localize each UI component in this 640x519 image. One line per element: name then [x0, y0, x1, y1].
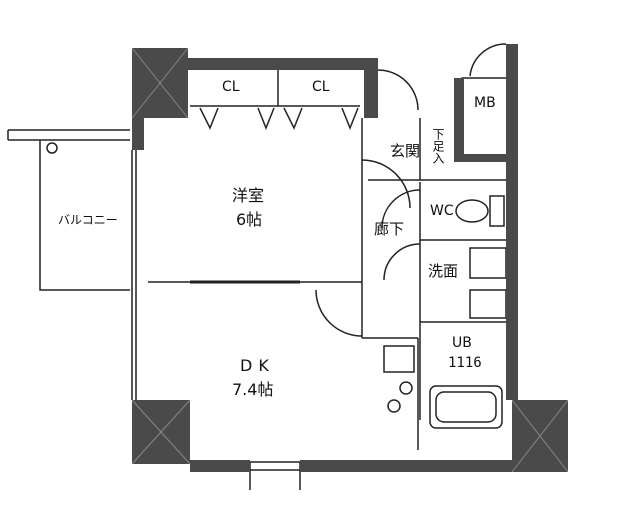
balcony-label: バルコニー — [58, 213, 118, 227]
western-room-name: 洋室 — [232, 186, 265, 205]
toilet-label: WC — [430, 203, 454, 219]
balcony-outline — [7, 129, 130, 291]
wall-mb-bottom — [454, 154, 516, 162]
wall-right — [506, 44, 518, 400]
unit-bath-tub — [429, 385, 503, 429]
door-swing-western — [361, 159, 411, 209]
toilet-bowl — [455, 199, 489, 223]
shoe-box-label: 下足入 — [431, 128, 445, 164]
wall-bottom-right — [300, 460, 516, 472]
closet-left-label: CL — [222, 79, 240, 95]
stove-burner — [399, 381, 413, 395]
door-swing-dk — [315, 289, 363, 337]
entrance-label: 玄関 — [390, 142, 421, 160]
closet-door-marks — [199, 107, 359, 131]
wall-left — [132, 118, 144, 150]
balcony-drain — [46, 142, 58, 154]
meter-box — [461, 77, 511, 157]
stove-burner — [387, 399, 401, 413]
door-swing-wash — [383, 243, 421, 281]
wash-basin — [469, 247, 507, 279]
wall-bottom — [190, 460, 250, 472]
western-room-size: 6帖 — [236, 210, 263, 229]
wall-top-right-entrance — [364, 58, 378, 118]
door-swing-toilet — [381, 189, 421, 229]
kitchen-sink — [383, 345, 415, 373]
washroom-label: 洗面 — [428, 262, 459, 280]
meter-box-label: MB — [474, 95, 496, 111]
dk-size: 7.4帖 — [232, 380, 274, 399]
door-swing-mb — [469, 43, 507, 77]
toilet-tank — [489, 195, 505, 227]
door-swing-entrance — [377, 69, 419, 111]
dk-name: DK — [240, 356, 275, 375]
bath-name: UB — [452, 335, 472, 351]
corridor-label: 廊下 — [374, 220, 405, 238]
wall-top — [188, 58, 376, 70]
wall-mb-left — [454, 78, 464, 162]
closet-right-label: CL — [312, 79, 330, 95]
bath-size: 1116 — [448, 355, 482, 371]
